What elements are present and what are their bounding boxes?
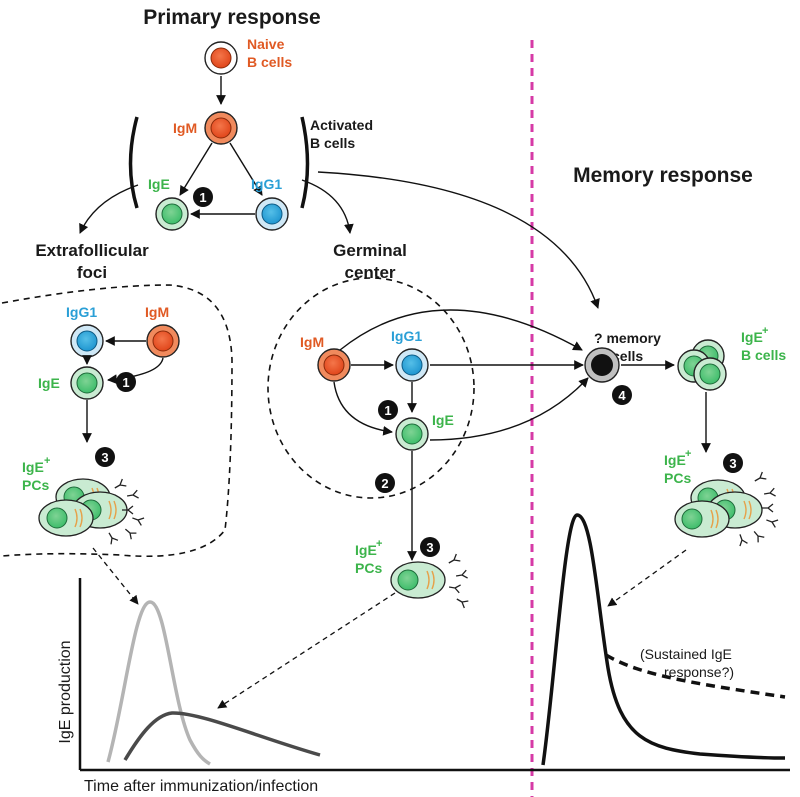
- curve-germinal-center: [123, 711, 321, 761]
- germinal-center-label: center: [344, 263, 395, 282]
- gc-plus-sign: +: [376, 538, 382, 550]
- arrow-to-germinal-center: [301, 179, 354, 234]
- igg1-activated-cell: [255, 197, 289, 231]
- igg1-label-top: IgG1: [251, 176, 282, 192]
- svg-text:1: 1: [199, 190, 206, 205]
- gc-step-1-badge: 1: [378, 400, 398, 420]
- ef-ige-plus-label: IgE: [22, 459, 44, 475]
- ef-ige-cell: [70, 366, 104, 400]
- ef-plasma-cells: [38, 478, 128, 537]
- ef-plus-sign: +: [44, 455, 50, 467]
- memory-step-4-badge: 4: [612, 385, 632, 405]
- extrafollicular-region: [1, 284, 233, 558]
- activated-bcells-label: B cells: [310, 135, 355, 151]
- svg-text:4: 4: [618, 388, 626, 403]
- ige-activated-cell: [155, 197, 189, 231]
- ef-pcs-label: PCs: [22, 477, 49, 493]
- ef-arrow-igm-to-ige: [107, 357, 164, 385]
- memory-pcs-plus-sign: +: [685, 448, 691, 460]
- dashed-arrow-gc-to-graph: [217, 592, 396, 709]
- sustained-label: (Sustained IgE: [640, 646, 732, 662]
- memory-b-cell: [584, 347, 620, 383]
- activated-label: Activated: [310, 117, 373, 133]
- svg-text:1: 1: [122, 375, 129, 390]
- arrow-activated-to-memory: [317, 171, 600, 309]
- x-axis-label: Time after immunization/infection: [84, 778, 318, 795]
- memory-ige-bcells-cluster: [677, 339, 727, 391]
- y-axis-label: IgE production: [57, 640, 74, 743]
- ef-ige-label: IgE: [38, 375, 60, 391]
- memory-plus-sign: +: [762, 325, 768, 337]
- naive-b-cell: [204, 41, 238, 75]
- gc-step-2-badge: 2: [375, 473, 395, 493]
- ef-step-3-badge: 3: [95, 447, 115, 467]
- memory-pcs-ige-plus-label: IgE: [664, 452, 686, 468]
- extrafollicular-label: Extrafollicular: [35, 241, 149, 260]
- igm-activated-cell: [204, 111, 238, 145]
- svg-text:1: 1: [384, 403, 391, 418]
- memory-ige-bcells-label: B cells: [741, 347, 786, 363]
- ige-label-top: IgE: [148, 176, 170, 192]
- memory-step-3-badge: 3: [723, 453, 743, 473]
- gc-arrow-igm-to-memory: [339, 309, 583, 351]
- memory-plasma-cells: [674, 479, 763, 538]
- gc-arrow-igm-to-ige: [333, 381, 393, 436]
- gc-igm-label: IgM: [300, 334, 324, 350]
- gc-igg1-cell: [395, 348, 429, 382]
- arrow-igm-to-igg1: [229, 142, 263, 196]
- activated-bracket-right: [300, 116, 310, 209]
- dashed-arrow-ef-to-graph: [92, 547, 139, 605]
- gc-igg1-label: IgG1: [391, 328, 422, 344]
- gc-ige-cell: [395, 417, 429, 451]
- svg-text:2: 2: [381, 476, 388, 491]
- naive-bcells-label: B cells: [247, 54, 292, 70]
- naive-label: Naive: [247, 36, 285, 52]
- germinal-center-region: [267, 277, 475, 499]
- ef-igm-label: IgM: [145, 304, 169, 320]
- sustained-response-label: response?): [664, 664, 734, 680]
- gc-ige-label: IgE: [432, 412, 454, 428]
- arrow-to-extrafollicular: [79, 184, 139, 234]
- curve-memory-response: [541, 513, 786, 766]
- svg-text:3: 3: [101, 450, 108, 465]
- igm-label-top: IgM: [173, 120, 197, 136]
- germinal-label: Germinal: [333, 241, 407, 260]
- step-1-badge-top: 1: [193, 187, 213, 207]
- svg-text:3: 3: [729, 456, 736, 471]
- arrow-igm-to-ige: [179, 142, 213, 196]
- curve-extrafollicular: [106, 600, 211, 766]
- gc-antibodies: [446, 553, 469, 609]
- gc-igm-cell: [317, 348, 351, 382]
- extrafollicular-foci-label: foci: [77, 263, 107, 282]
- ef-igg1-label: IgG1: [66, 304, 97, 320]
- dashed-arrow-memory-to-graph: [607, 549, 687, 607]
- gc-plasma-cell: [390, 561, 446, 599]
- title-primary-response: Primary response: [143, 6, 320, 29]
- ef-step-1-badge: 1: [116, 372, 136, 392]
- gc-pcs-label: PCs: [355, 560, 382, 576]
- title-memory-response: Memory response: [573, 164, 753, 187]
- ef-igg1-cell: [70, 324, 104, 358]
- memory-q-label: ? memory: [594, 330, 661, 346]
- memory-pcs-label: PCs: [664, 470, 691, 486]
- gc-ige-plus-label: IgE: [355, 542, 377, 558]
- svg-text:3: 3: [426, 540, 433, 555]
- activated-bracket-left: [128, 116, 139, 209]
- gc-step-3-badge: 3: [420, 537, 440, 557]
- ef-igm-cell: [146, 324, 180, 358]
- memory-ige-plus-label: IgE: [741, 329, 763, 345]
- gc-arrow-ige-to-memory: [429, 377, 589, 441]
- curve-sustained-response: [605, 653, 786, 699]
